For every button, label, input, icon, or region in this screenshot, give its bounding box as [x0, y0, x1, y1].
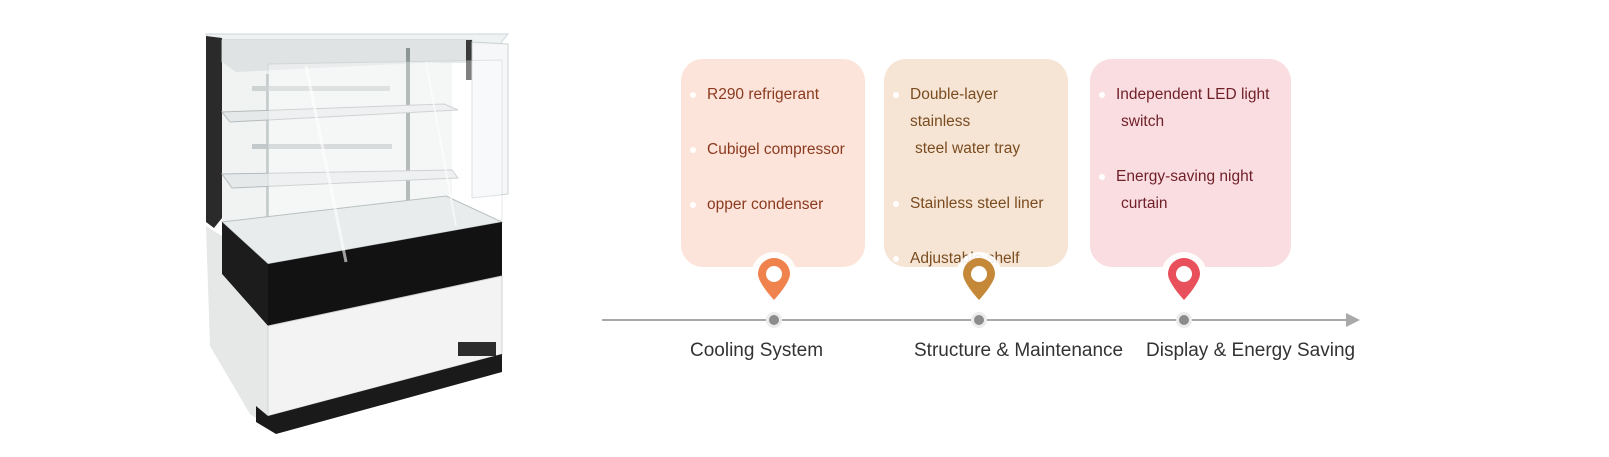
timeline-node — [766, 312, 782, 328]
display-case-image — [205, 33, 510, 434]
category-label-cooling: Cooling System — [690, 340, 824, 361]
timeline-node — [971, 312, 987, 328]
category-label-structure: Structure & Maintenance — [914, 340, 1124, 361]
feature-item: Cubigel compressor — [690, 136, 859, 163]
timeline-node — [1176, 312, 1192, 328]
feature-item: Stainless steel liner — [893, 190, 1062, 217]
map-pin-icon — [751, 252, 797, 300]
arrow-right-icon — [1346, 313, 1360, 327]
map-pin-icon — [1161, 252, 1207, 300]
category-label-display: Display & Energy Saving — [1146, 340, 1356, 361]
cooling-system-card: R290 refrigerant Cubigel compressor oppe… — [681, 59, 865, 267]
feature-item: opper condenser — [690, 191, 859, 218]
feature-item: R290 refrigerant — [690, 81, 859, 108]
map-pin-icon — [956, 252, 1002, 300]
